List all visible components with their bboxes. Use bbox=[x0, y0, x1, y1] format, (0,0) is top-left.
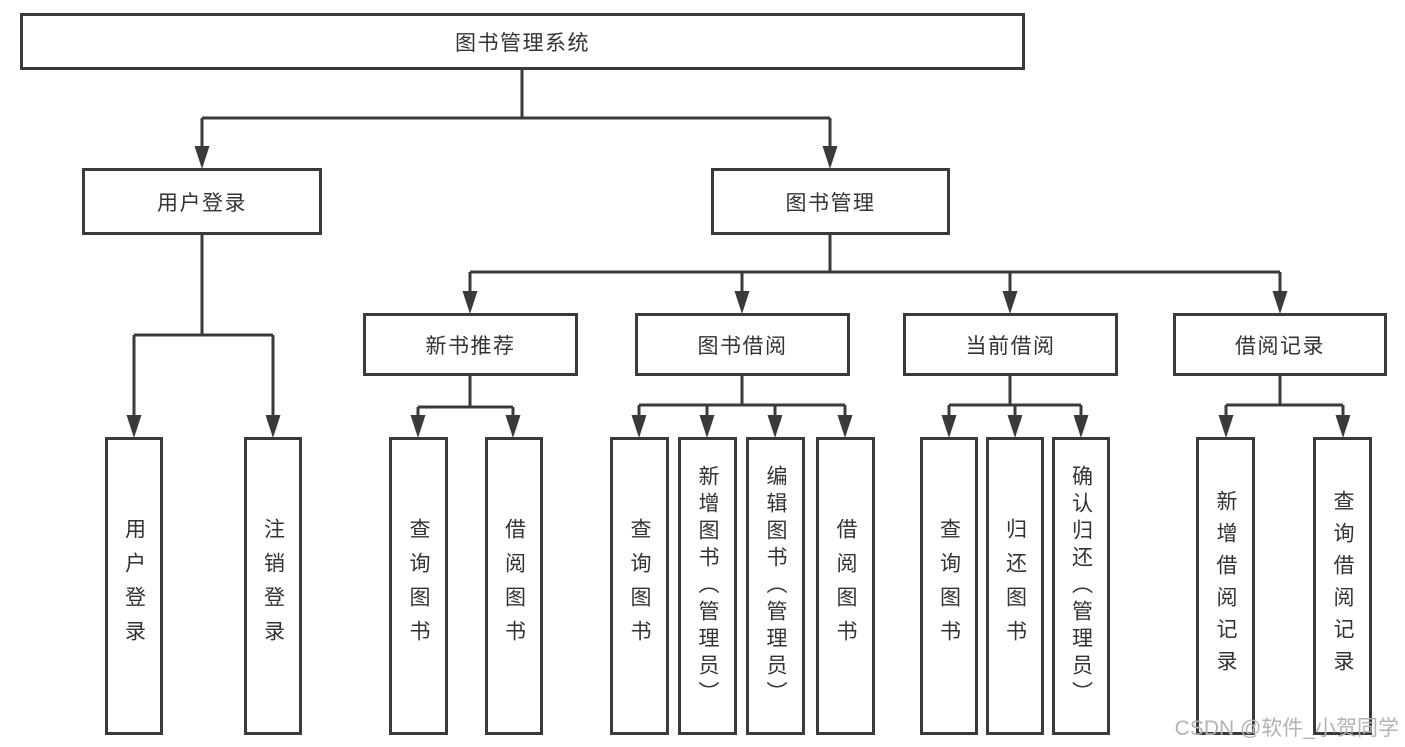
leaf-borrow-add-admin-label: 新增图书（管理员） bbox=[696, 464, 720, 708]
node-current-borrow-label: 当前借阅 bbox=[965, 334, 1056, 358]
node-book-management: 图书管理 bbox=[711, 168, 950, 235]
leaf-newbooks-query: 查询图书 bbox=[389, 437, 448, 735]
leaf-user-login-label: 用户登录 bbox=[122, 518, 146, 654]
leaf-borrow-query-label: 查询图书 bbox=[628, 518, 652, 654]
leaf-newbooks-borrow: 借阅图书 bbox=[485, 437, 543, 735]
node-root: 图书管理系统 bbox=[20, 13, 1025, 70]
node-root-label: 图书管理系统 bbox=[455, 31, 590, 55]
node-borrow-records: 借阅记录 bbox=[1173, 313, 1387, 376]
leaf-borrow-edit-admin: 编辑图书（管理员） bbox=[746, 437, 805, 735]
node-new-book-recommend-label: 新书推荐 bbox=[425, 334, 516, 358]
leaf-logout-label: 注销登录 bbox=[261, 518, 285, 654]
leaf-newbooks-borrow-label: 借阅图书 bbox=[502, 518, 526, 654]
leaf-borrow-borrow-label: 借阅图书 bbox=[834, 518, 858, 654]
leaf-newbooks-query-label: 查询图书 bbox=[407, 518, 431, 654]
leaf-borrow-edit-admin-label: 编辑图书（管理员） bbox=[764, 464, 788, 708]
leaf-borrow-add-admin: 新增图书（管理员） bbox=[678, 437, 737, 735]
leaf-current-query-label: 查询图书 bbox=[937, 518, 961, 654]
leaf-records-query: 查询借阅记录 bbox=[1313, 437, 1372, 735]
node-new-book-recommend: 新书推荐 bbox=[363, 313, 578, 376]
node-book-borrow-label: 图书借阅 bbox=[697, 334, 788, 358]
leaf-logout: 注销登录 bbox=[244, 437, 302, 735]
leaf-current-confirm-admin-label: 确认归还（管理员） bbox=[1069, 464, 1093, 708]
node-current-borrow: 当前借阅 bbox=[903, 313, 1118, 376]
leaf-current-return: 归还图书 bbox=[986, 437, 1044, 735]
node-user-login-label: 用户登录 bbox=[157, 191, 247, 215]
node-book-borrow: 图书借阅 bbox=[635, 313, 850, 376]
arrowhead-icons bbox=[126, 146, 1351, 438]
leaf-user-login: 用户登录 bbox=[105, 437, 163, 735]
leaf-current-confirm-admin: 确认归还（管理员） bbox=[1052, 437, 1110, 735]
node-user-login: 用户登录 bbox=[82, 168, 322, 235]
leaf-records-add: 新增借阅记录 bbox=[1196, 437, 1255, 735]
node-borrow-records-label: 借阅记录 bbox=[1235, 334, 1325, 358]
tree-edges bbox=[132, 70, 1345, 422]
leaf-current-return-label: 归还图书 bbox=[1003, 518, 1027, 654]
leaf-borrow-borrow: 借阅图书 bbox=[816, 437, 875, 735]
leaf-records-add-label: 新增借阅记录 bbox=[1214, 490, 1238, 682]
leaf-records-query-label: 查询借阅记录 bbox=[1331, 490, 1355, 682]
leaf-borrow-query: 查询图书 bbox=[610, 437, 669, 735]
leaf-current-query: 查询图书 bbox=[920, 437, 978, 735]
watermark: CSDN @软件_小贺同学 bbox=[1174, 717, 1399, 740]
node-book-management-label: 图书管理 bbox=[785, 191, 876, 215]
